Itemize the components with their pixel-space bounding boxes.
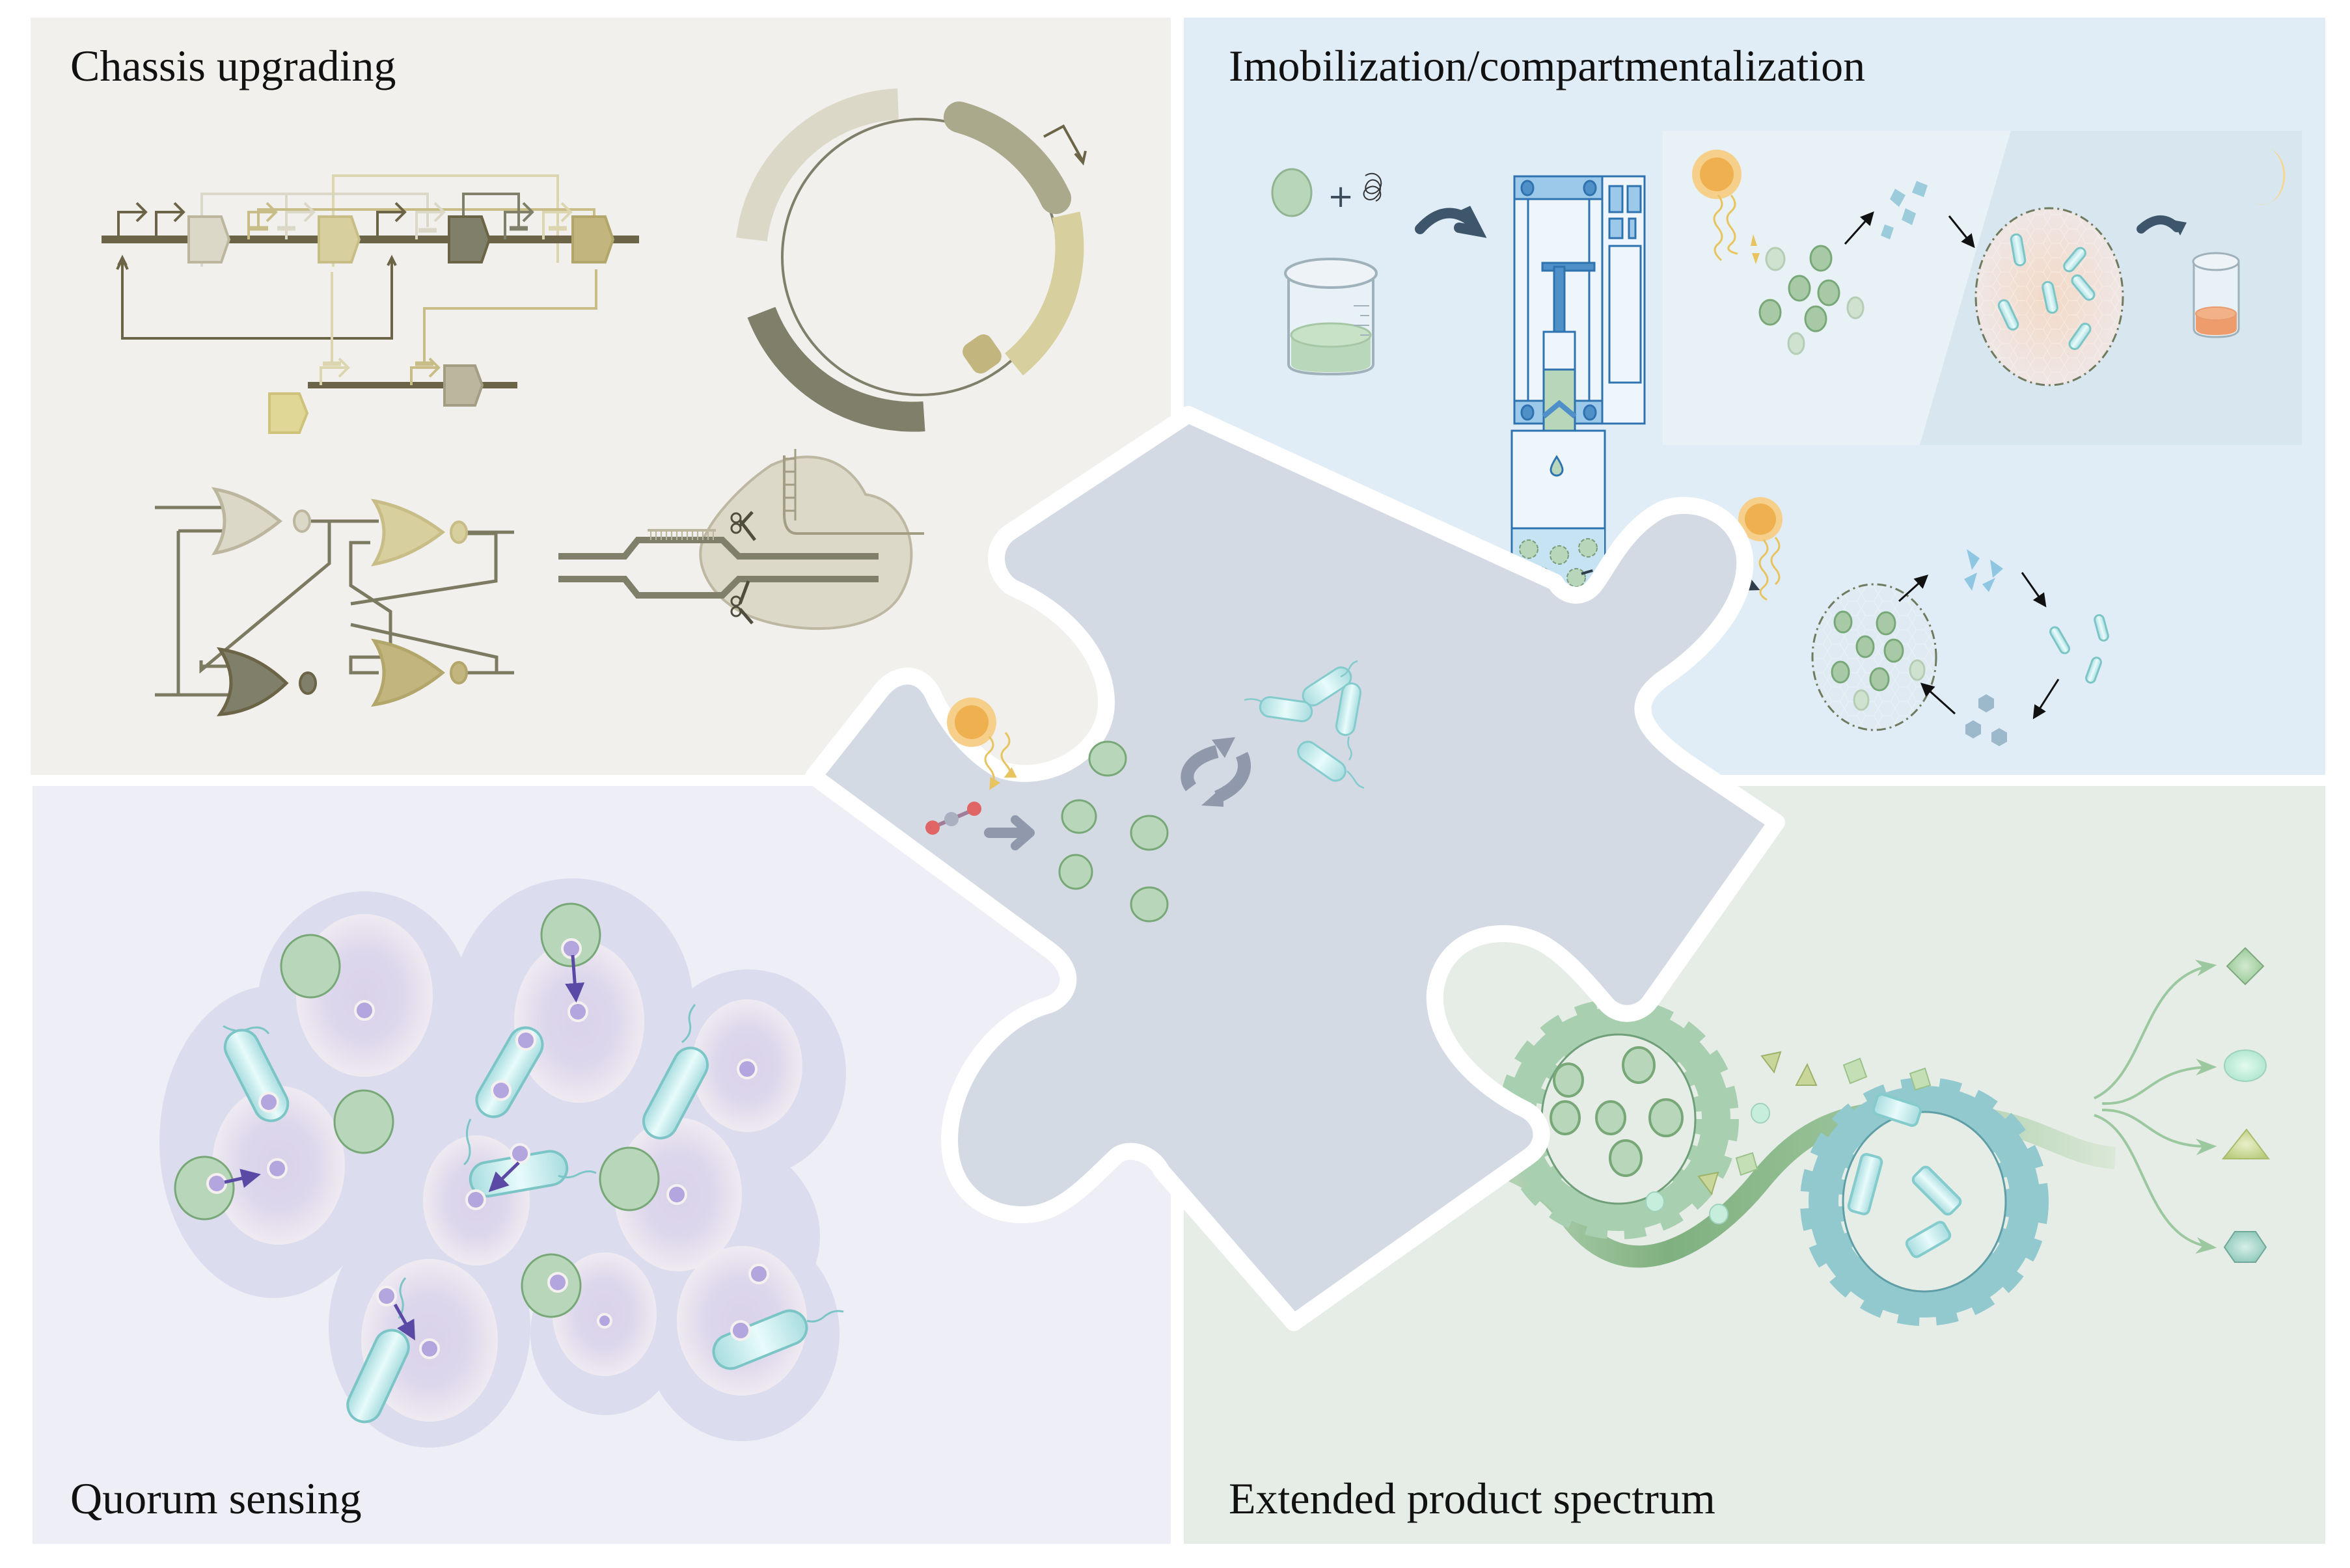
bacteria: [223, 1026, 808, 1424]
microalgae-cell-icon: [1271, 168, 1313, 217]
microalgae-cells: [1058, 740, 1169, 923]
immobilized-bead-day: [1811, 583, 1937, 731]
crispr-cas9-icon: [558, 449, 924, 630]
co2-molecule-icon: [925, 802, 981, 835]
central-puzzle-piece: [805, 406, 1785, 1331]
gene-cds-1: [187, 215, 231, 264]
microalgae-cells: [174, 902, 660, 1318]
product-circle-icon: [2224, 1049, 2267, 1082]
intermediate-metabolites: [1645, 1051, 1932, 1224]
curved-arrow-icon: [2137, 215, 2181, 234]
product-hexagon-icon: [2223, 1231, 2267, 1263]
plus-sign: +: [1328, 178, 1354, 215]
beaker-icon: [1284, 258, 1378, 376]
nor-gate-3: [216, 647, 317, 716]
flagella: [223, 1004, 844, 1323]
gene-cds-6: [268, 392, 309, 434]
sun-icon: [1692, 150, 1742, 199]
scissors-icon: [730, 511, 756, 625]
autoinducer-molecules: [206, 938, 769, 1359]
gene-cds-5: [443, 364, 484, 407]
sun-icon: [1738, 497, 1783, 541]
product-branch-arrows: [2094, 960, 2217, 1254]
nor-gate-1: [212, 487, 311, 556]
immobilized-bead-night: [1974, 207, 2124, 386]
sun-icon: [947, 697, 996, 747]
signal-arrows: [224, 954, 585, 1341]
gene-circuit-diagram: [102, 174, 639, 434]
quorum-sensing-illustration: [159, 878, 846, 1448]
logic-gate-circuit: [155, 487, 514, 716]
curved-arrow-icon: [1415, 206, 1487, 238]
polymer-icon: [1363, 172, 1382, 202]
product-crystals: [1964, 549, 2003, 592]
nor-gate-4: [371, 638, 468, 707]
gene-cds-2: [318, 215, 361, 264]
gene-cds-4: [571, 215, 615, 264]
product-diamond-icon: [2226, 947, 2265, 986]
day-night-cycle-panel: [1663, 131, 2302, 445]
product-crystals: [1881, 181, 1928, 239]
bacteria: [1259, 666, 1362, 782]
gear-icon-bacteria: [1800, 1077, 2049, 1326]
gear-icon-algae: [1498, 999, 1739, 1239]
substrate-hexagons: [1965, 694, 2007, 746]
light-cycle-diagram: [1738, 497, 2109, 746]
panel-title-chassis: Chassis upgrading: [70, 41, 396, 90]
panel-title-products: Extended product spectrum: [1229, 1474, 1715, 1523]
nor-gate-2: [370, 498, 468, 567]
beaker-icon: [2192, 252, 2240, 338]
immobilization-setup: +: [1271, 131, 2302, 746]
plasmid-icon: [736, 88, 1087, 432]
panel-title-quorum: Quorum sensing: [70, 1474, 362, 1523]
panel-title-immobilization: Imobilization/compartmentalization: [1229, 41, 1865, 90]
gene-cds-3: [448, 215, 491, 264]
product-triangle-icon: [2221, 1128, 2271, 1159]
